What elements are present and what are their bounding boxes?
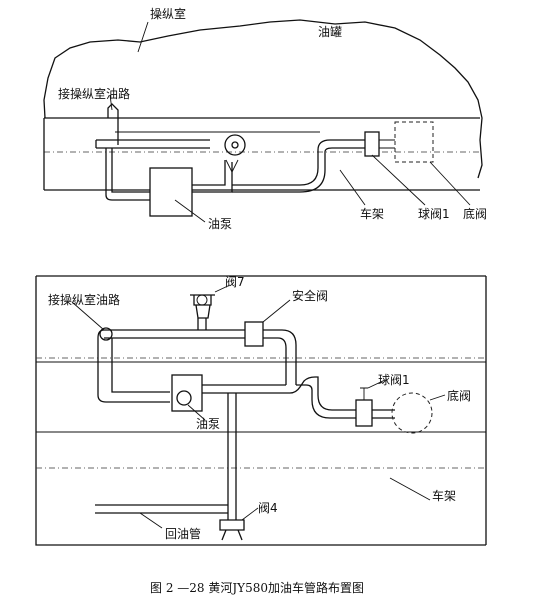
bottom-oil-pump [171,374,203,412]
leader-valve-4 [241,507,259,521]
safety-valve-downpipe [263,329,297,385]
leader-bottom-frame [389,477,431,501]
bottom-diagram: 阀7 安全阀 接操纵室油路 球阀1 底阀 油泵 车架 阀4 回油管 [35,275,487,546]
bottom-valve [391,392,433,434]
ball-valve-handle [360,387,368,400]
label-pump: 油泵 [208,217,232,231]
label-frame: 车架 [360,206,384,221]
leader-frame [339,169,366,206]
bottom-pump-outlet-pipe [202,376,356,419]
cab-line-elbow [99,327,113,341]
cab-line-connector [95,103,210,149]
leader-bottom-valve [429,161,471,206]
label-bottom-pump: 油泵 [196,417,220,431]
valve-7-riser [197,318,207,330]
return-riser [227,393,237,520]
label-cab: 操纵室 [150,6,186,21]
valve-7 [190,294,215,319]
label-to-cab-line: 接操纵室油路 [58,86,130,101]
leader-bottom-bottom-valve [429,394,446,401]
return-pipe [95,504,228,514]
top-main-pipe [232,139,365,193]
leader-bottom-ball-valve [367,379,386,389]
label-safety-valve: 安全阀 [292,288,328,303]
label-ball-valve: 球阀1 [418,207,450,221]
leader-ball-valve [371,154,426,206]
figure-caption: 图 2 —28 黄河JY580加油车管路布置图 [150,580,364,595]
label-return-pipe: 回油管 [165,526,201,541]
leader-return-pipe [139,512,163,529]
leader-bottom-pump [187,404,206,421]
leader-bottom-cab-line [71,301,105,331]
top-valve-disc [224,134,246,156]
safety-valve [244,321,264,347]
top-valve-disc-center [231,141,239,149]
top-diagram: 操纵室 油罐 接操纵室油路 油泵 车架 球阀1 底阀 [43,6,487,231]
leader-valve-7 [214,284,231,293]
top-pump-outlet-pipe [192,160,233,193]
oil-tank-outline [43,19,483,179]
label-bottom-bottom-valve: 底阀 [447,388,471,403]
top-valve-to-bottom-pipe [379,139,395,149]
pipe-to-bottom-valve [372,409,395,419]
leader-safety-valve [262,299,291,323]
top-ball-valve-1 [364,131,380,157]
bottom-cab-pipe [97,329,200,403]
label-tank: 油罐 [318,25,342,39]
leader-to-cab-line [109,94,113,111]
label-bottom-to-cab-line: 接操纵室油路 [48,292,120,307]
top-oil-pump [149,167,193,217]
valve-7-handwheel [196,294,208,306]
bottom-frame-rail [36,361,486,433]
leader-pump [174,199,206,223]
leader-cab [137,21,149,53]
label-bottom-valve: 底阀 [463,206,487,221]
bottom-frame-outline [35,275,487,546]
bottom-ball-valve-1 [355,399,373,427]
pipe-to-safety-valve [200,329,245,339]
bottom-pump-port [176,390,192,406]
top-frame-lower-line [43,118,480,191]
label-valve-7: 阀7 [225,275,245,289]
top-bottom-valve [394,121,434,163]
label-bottom-ball-valve: 球阀1 [378,373,410,387]
valve-4 [219,519,245,541]
top-pipe-loop [105,148,150,201]
label-valve-4: 阀4 [258,501,278,515]
label-bottom-frame: 车架 [432,488,456,503]
top-valve-stem [225,159,239,174]
